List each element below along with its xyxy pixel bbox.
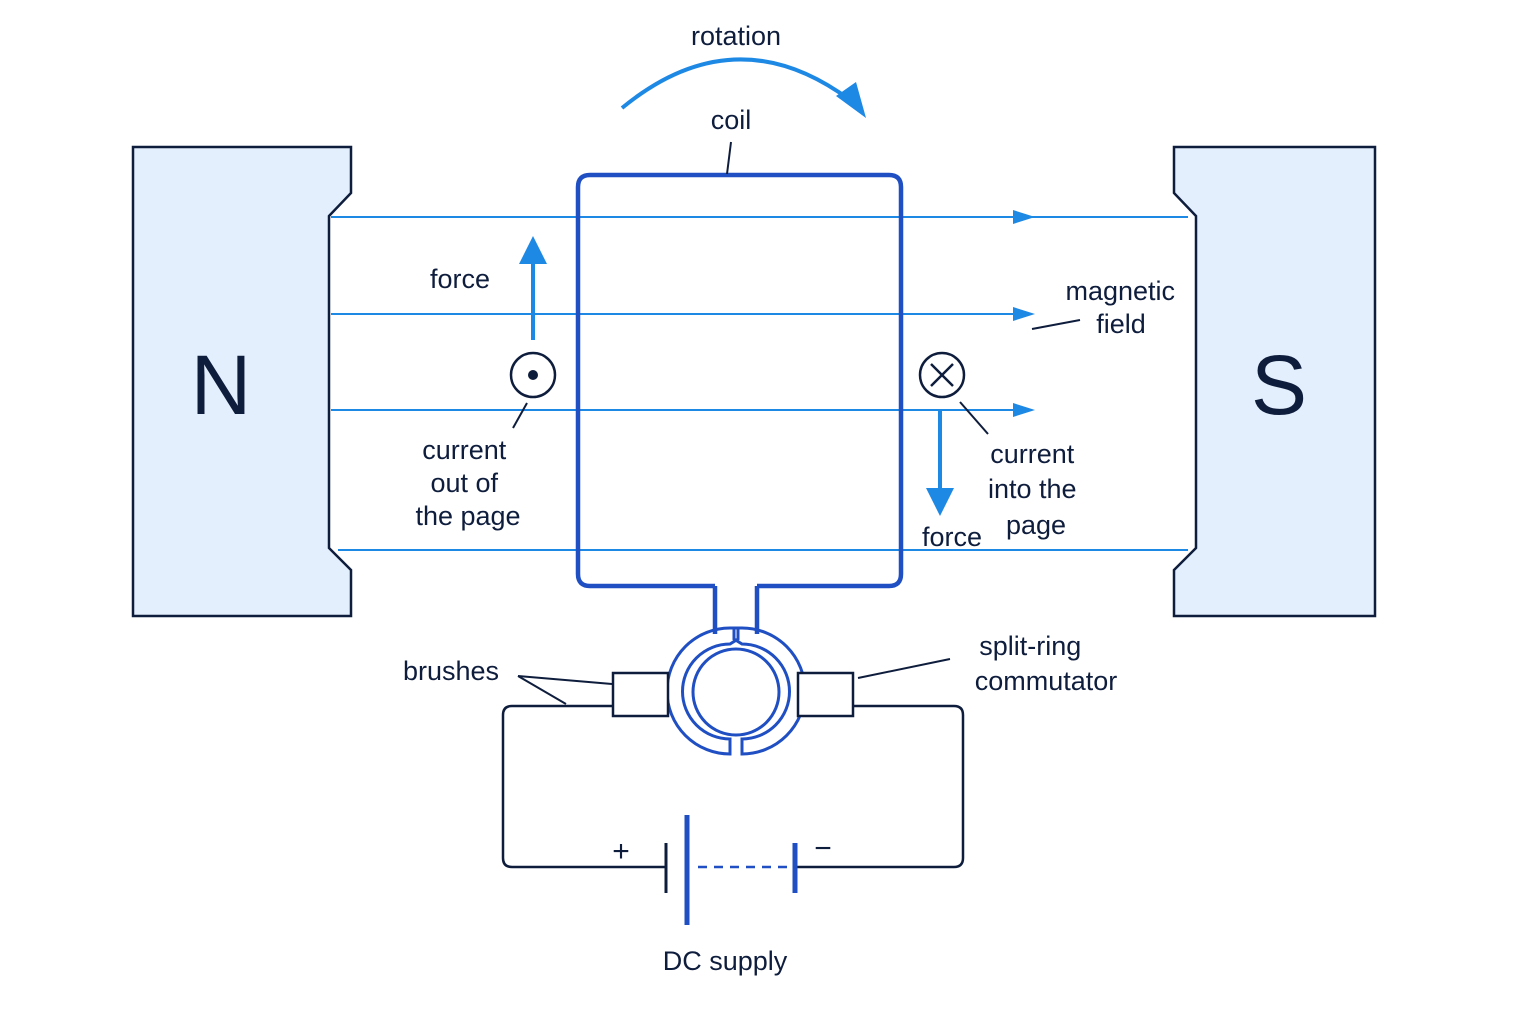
rotation-label: rotation — [691, 21, 781, 51]
cross-in-circle-icon — [918, 351, 966, 399]
circuit-wire-right — [795, 704, 965, 869]
coil-leader-line — [726, 141, 732, 175]
rotation-arrowhead — [836, 82, 866, 118]
split-ring-commutator — [665, 626, 807, 756]
rotation-arc — [620, 57, 852, 110]
force-down-arrow — [926, 410, 954, 516]
south-pole-label: S — [1251, 338, 1307, 432]
magnetic-field-line-1: magnetic — [1065, 276, 1175, 306]
external-circuit — [501, 704, 965, 869]
field-arrow-2 — [1013, 307, 1035, 321]
force-up-arrowhead — [519, 236, 547, 264]
plus-sign: + — [612, 835, 630, 868]
brushes-leader-line-2 — [517, 675, 567, 705]
commutator-half-left — [665, 626, 740, 756]
dc-supply: + − DC supply — [612, 815, 832, 976]
commutator-line-1: split-ring — [979, 631, 1081, 661]
dot-in-circle-icon — [509, 351, 557, 399]
current-in-line-3: page — [1006, 510, 1066, 540]
north-magnet-body — [131, 145, 353, 618]
north-pole-label: N — [191, 338, 252, 432]
force-label-left: force — [430, 264, 490, 294]
brush-right — [796, 671, 855, 718]
current-out-line-2: out of — [430, 468, 498, 498]
field-arrow-1 — [1013, 210, 1035, 224]
rotation-indicator: rotation — [620, 21, 866, 118]
south-magnet: S — [1172, 145, 1377, 618]
coil — [575, 172, 904, 634]
magnetic-field-leader-line — [1031, 319, 1081, 330]
commutator-inner-ring — [691, 647, 781, 737]
dc-supply-label: DC supply — [663, 946, 788, 976]
current-in-leader-line — [959, 401, 989, 435]
circuit-wire-left — [501, 704, 666, 869]
commutator-half-right — [732, 626, 807, 756]
north-magnet: N — [131, 145, 353, 618]
commutator-label: split-ring commutator — [975, 631, 1118, 696]
south-magnet-body — [1172, 145, 1377, 618]
force-up-arrow — [519, 236, 547, 340]
field-lines — [331, 210, 1188, 551]
minus-sign: − — [814, 832, 832, 865]
coil-loop — [575, 172, 904, 589]
current-out-label: current out of the page — [415, 435, 520, 531]
coil-label: coil — [711, 105, 752, 135]
current-out-leader-line — [512, 402, 528, 429]
commutator-leader-line — [857, 658, 951, 679]
current-in-label: current into the page — [988, 439, 1084, 540]
force-label-right: force — [922, 522, 982, 552]
commutator-line-2: commutator — [975, 666, 1118, 696]
magnetic-field-line-2: field — [1096, 309, 1146, 339]
brushes-leader-line-1 — [517, 675, 613, 685]
current-in-line-2: into the — [988, 474, 1077, 504]
current-in-line-1: current — [990, 439, 1075, 469]
brush-left — [611, 671, 670, 718]
force-down-arrowhead — [926, 488, 954, 516]
current-out-line-3: the page — [415, 501, 520, 531]
brushes-label: brushes — [403, 656, 499, 686]
field-arrow-3 — [1013, 403, 1035, 417]
current-out-line-1: current — [422, 435, 507, 465]
magnetic-field-label: magnetic field — [1065, 276, 1182, 339]
